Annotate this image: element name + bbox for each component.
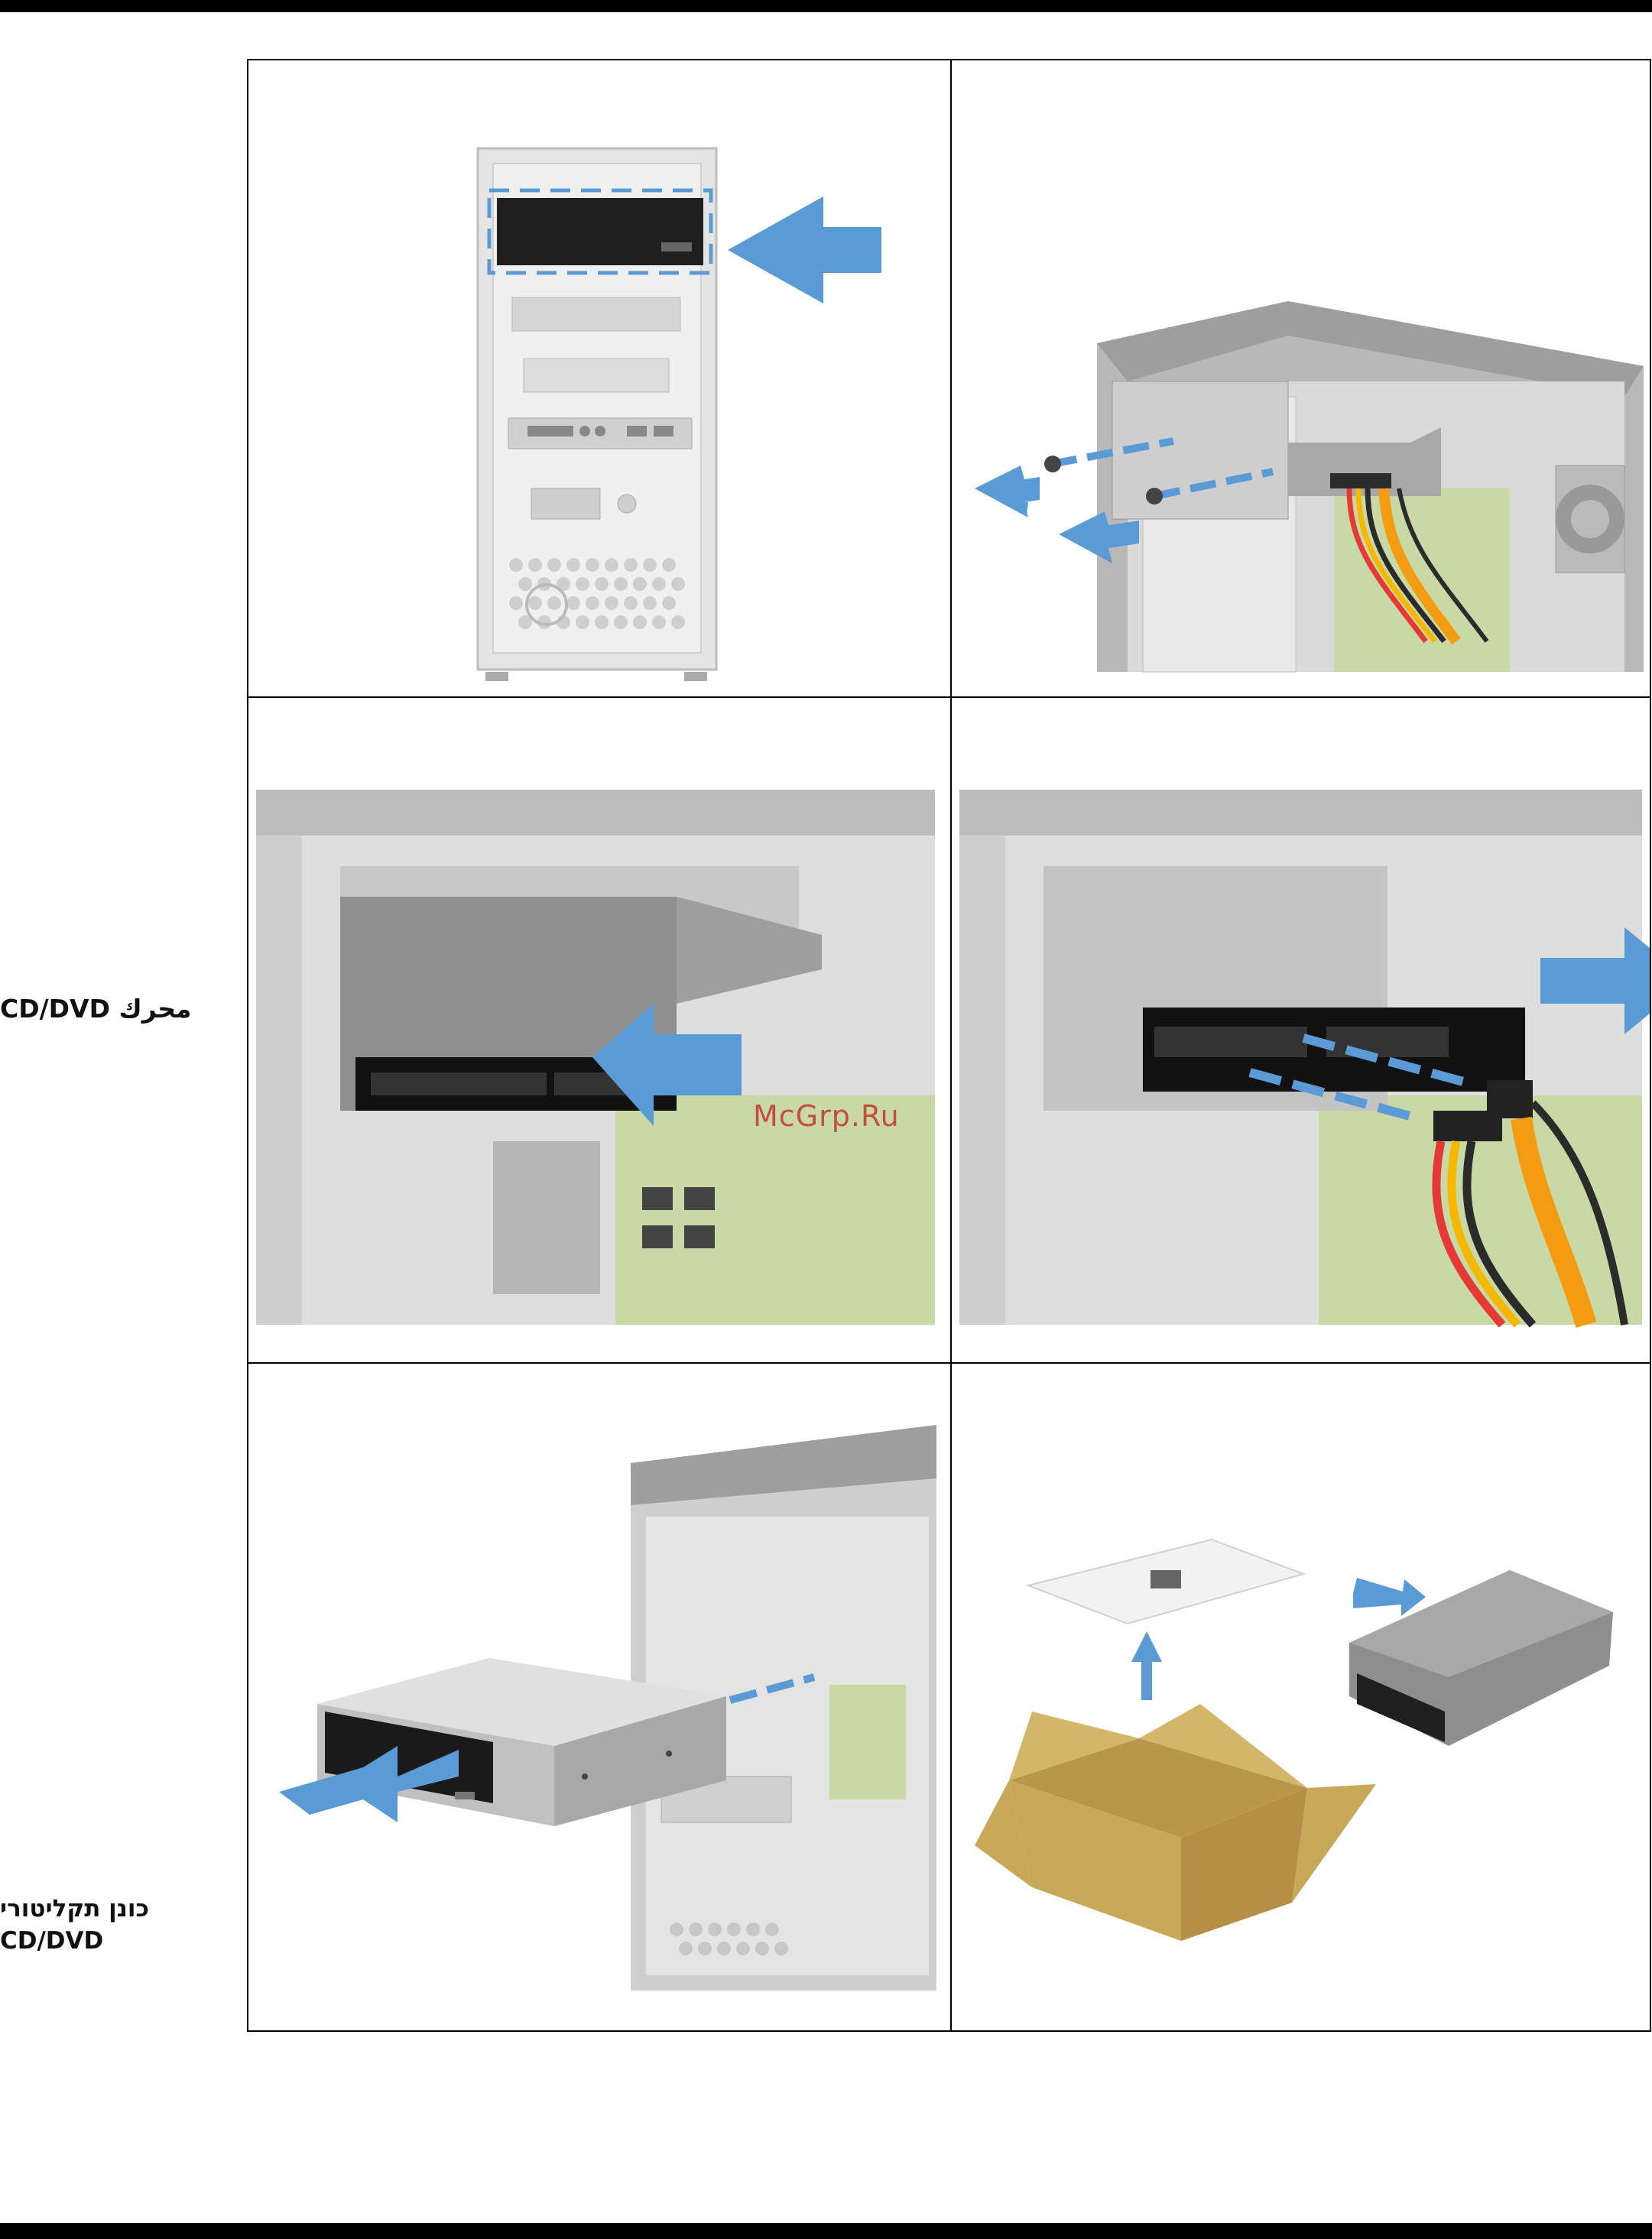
illustration-step-4	[952, 698, 1650, 1362]
illustration-step-1	[248, 60, 950, 696]
side-label-arabic: محرك CD/DVD	[0, 994, 191, 1024]
illustration-step-6	[952, 1364, 1650, 2030]
top-rule	[0, 0, 1652, 12]
illustration-step-5	[248, 1364, 950, 2030]
side-label-hebrew: כונן תקליטורי CD/DVD	[0, 1893, 149, 1957]
illustration-step-2	[952, 60, 1650, 696]
illustration-step-3	[248, 698, 950, 1362]
side-label-hebrew-line2: CD/DVD	[0, 1925, 149, 1957]
side-label-hebrew-line1: כונן תקליטורי	[0, 1893, 149, 1925]
illustration-grid	[247, 59, 1651, 2032]
watermark-text: McGrp.Ru	[753, 1099, 900, 1133]
bottom-rule	[0, 2223, 1652, 2239]
